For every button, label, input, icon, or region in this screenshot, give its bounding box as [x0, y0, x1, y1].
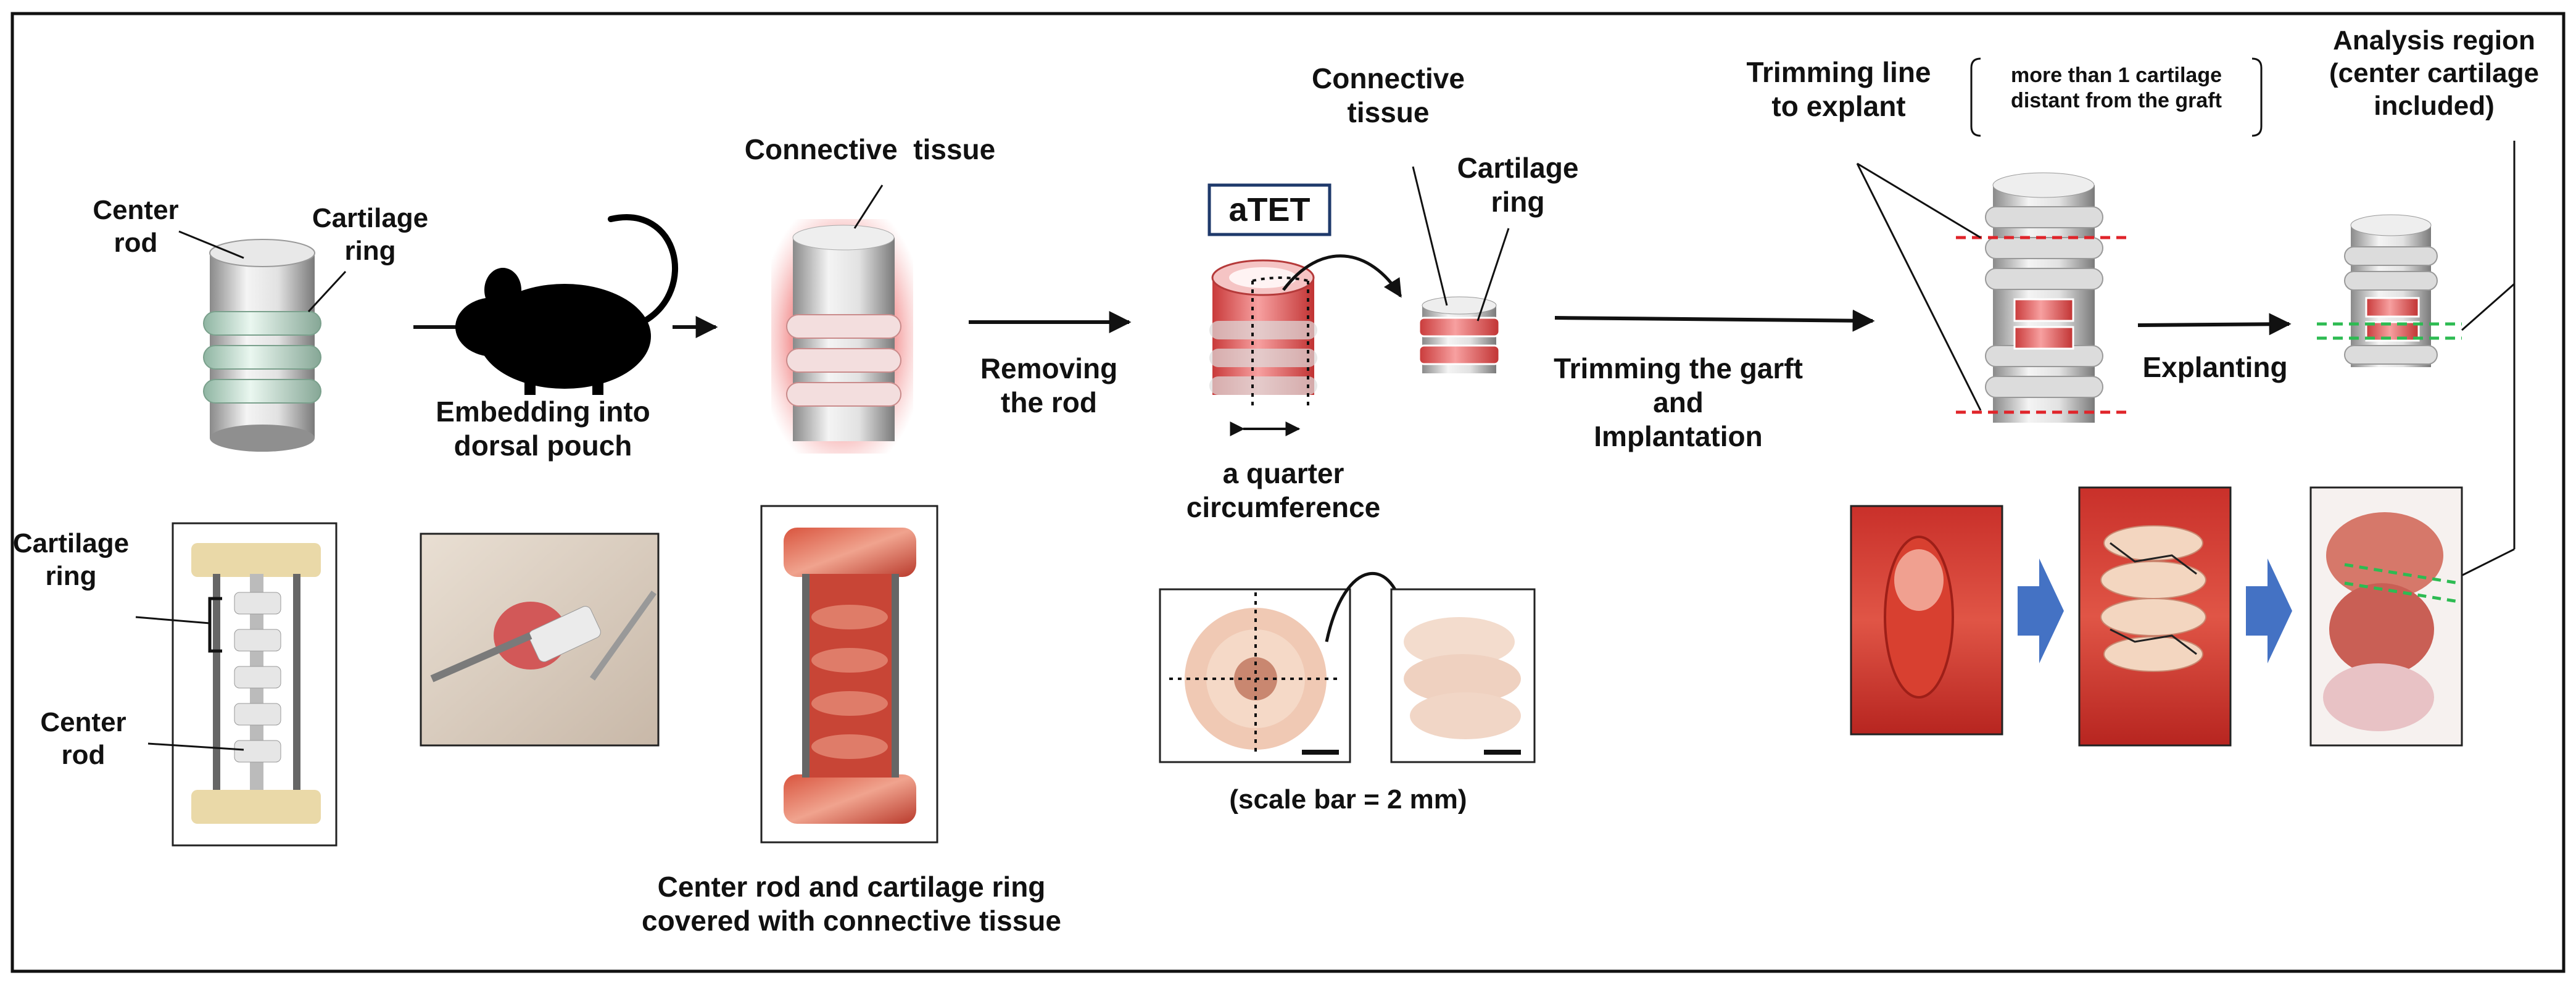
photo-explanted	[2309, 486, 2463, 747]
label-quarter: a quarter circumference	[1186, 457, 1381, 524]
figure-caption: Center rod and cartilage ring covered wi…	[641, 871, 1061, 937]
label-embedding: Embedding into dorsal pouch	[436, 396, 650, 462]
label-connective-tissue-1: Connective tissue	[744, 133, 996, 165]
label-connective-tissue-2: Connective tissue	[1312, 62, 1465, 129]
blue-right-arrow-icon	[2018, 558, 2064, 663]
scaffold-illustration	[178, 230, 347, 452]
figure-border	[10, 12, 2566, 973]
label-center-rod-photo: Center rod	[40, 707, 126, 770]
cartilage-ring-small	[1412, 166, 1510, 373]
trimming-tube	[1856, 57, 2263, 423]
label-atet: aTET	[1228, 191, 1311, 228]
label-trimming-graft: Trimming the garft and Implantation	[1554, 352, 1803, 453]
photo-trachea-defect	[1850, 505, 2003, 736]
tissue-covered-scaffold	[771, 185, 913, 454]
label-more-than: more than 1 cartilage distant from the g…	[2010, 64, 2222, 112]
photo-implantation	[420, 533, 660, 747]
blue-right-arrow-icon	[2246, 558, 2292, 663]
label-center-rod: Center rod	[93, 195, 179, 258]
label-cartilage-ring-2: Cartilage ring	[1457, 152, 1579, 218]
label-cartilage-ring-photo: Cartilage ring	[12, 528, 130, 591]
photo-implanted-graft	[2078, 486, 2232, 747]
atet-tube	[1209, 254, 1402, 436]
label-trimming-line: Trimming line to explant	[1746, 56, 1931, 123]
arrow-trimming	[1554, 309, 1875, 332]
mouse-silhouette-icon	[455, 214, 678, 395]
label-removing-rod: Removing the rod	[980, 352, 1118, 419]
arrow-explanting	[2137, 313, 2292, 336]
label-analysis-region: Analysis region (center cartilage includ…	[2329, 25, 2539, 121]
photo-scaffold	[135, 522, 338, 847]
atet-box	[1207, 183, 1331, 236]
photo-tissue-covered	[760, 505, 938, 844]
label-scale-bar: (scale bar = 2 mm)	[1229, 784, 1467, 815]
label-explanting: Explanting	[2142, 351, 2288, 383]
explanted-tube	[2317, 141, 2516, 578]
photo-ring-piece	[1390, 588, 1536, 763]
photo-atet-top	[1159, 571, 1410, 763]
label-cartilage-ring: Cartilage ring	[312, 203, 429, 266]
